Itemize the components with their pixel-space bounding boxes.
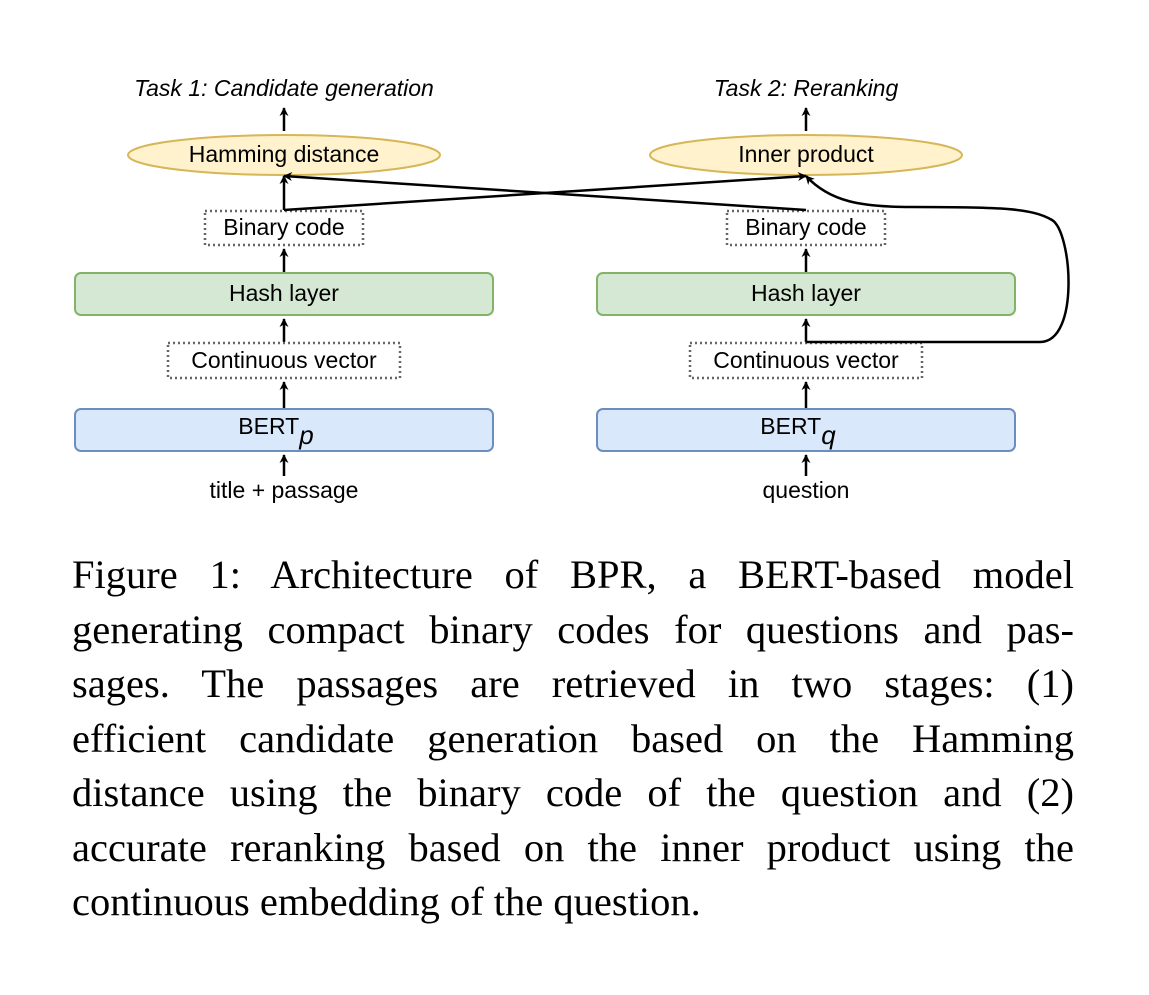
- bert-p-box: [74, 408, 494, 452]
- caption-line: Figure 1: Architecture of BPR, a BERT-ba…: [72, 552, 1074, 597]
- bert-q-box: [596, 408, 1016, 452]
- figure-caption: Figure 1: Architecture of BPR, a BERT-ba…: [72, 548, 1074, 930]
- caption-line: distance using the binary code of the qu…: [72, 770, 1074, 815]
- caption-line: efficient candidate generation based on …: [72, 715, 1074, 761]
- hash-layer-left-label: Hash layer: [229, 280, 339, 306]
- bert-p-subscript: p: [298, 420, 313, 450]
- binary-code-left-label: Binary code: [223, 214, 344, 240]
- hash-layer-left-box: [74, 272, 494, 316]
- input-right-label: question: [763, 477, 850, 503]
- caption-line: continuous embedding of the question.: [72, 879, 701, 924]
- binary-code-left-box: [203, 209, 365, 247]
- input-left-label: title + passage: [210, 477, 359, 503]
- inner-product-label: Inner product: [738, 141, 874, 167]
- caption-line: accurate reranking based on the inner pr…: [72, 824, 1074, 870]
- bert-q-label: BERTq: [760, 413, 836, 450]
- hamming-distance-label: Hamming distance: [189, 141, 379, 167]
- edge-right-binary-to-hamming: [283, 172, 807, 212]
- task-2-label: Task 2: Reranking: [714, 75, 899, 101]
- binary-code-right-label: Binary code: [745, 214, 866, 240]
- caption-line: sages. The passages are retrieved in two…: [72, 661, 1074, 706]
- task-1-label: Task 1: Candidate generation: [134, 75, 434, 101]
- bert-q-subscript: q: [821, 420, 836, 450]
- continuous-vector-right-label: Continuous vector: [713, 347, 899, 373]
- continuous-vector-left-label: Continuous vector: [191, 347, 377, 373]
- architecture-diagram: Task 1: Candidate generation Hamming dis…: [74, 75, 1070, 503]
- hash-layer-right-box: [596, 272, 1016, 316]
- caption-line: generating compact binary codes for ques…: [72, 606, 1074, 652]
- continuous-vector-left-box: [166, 341, 402, 380]
- binary-code-right-box: [725, 209, 887, 247]
- edge-continuous-vector-to-inner-product: [805, 175, 1070, 344]
- bert-p-label: BERTp: [238, 413, 313, 450]
- hash-layer-right-label: Hash layer: [751, 280, 861, 306]
